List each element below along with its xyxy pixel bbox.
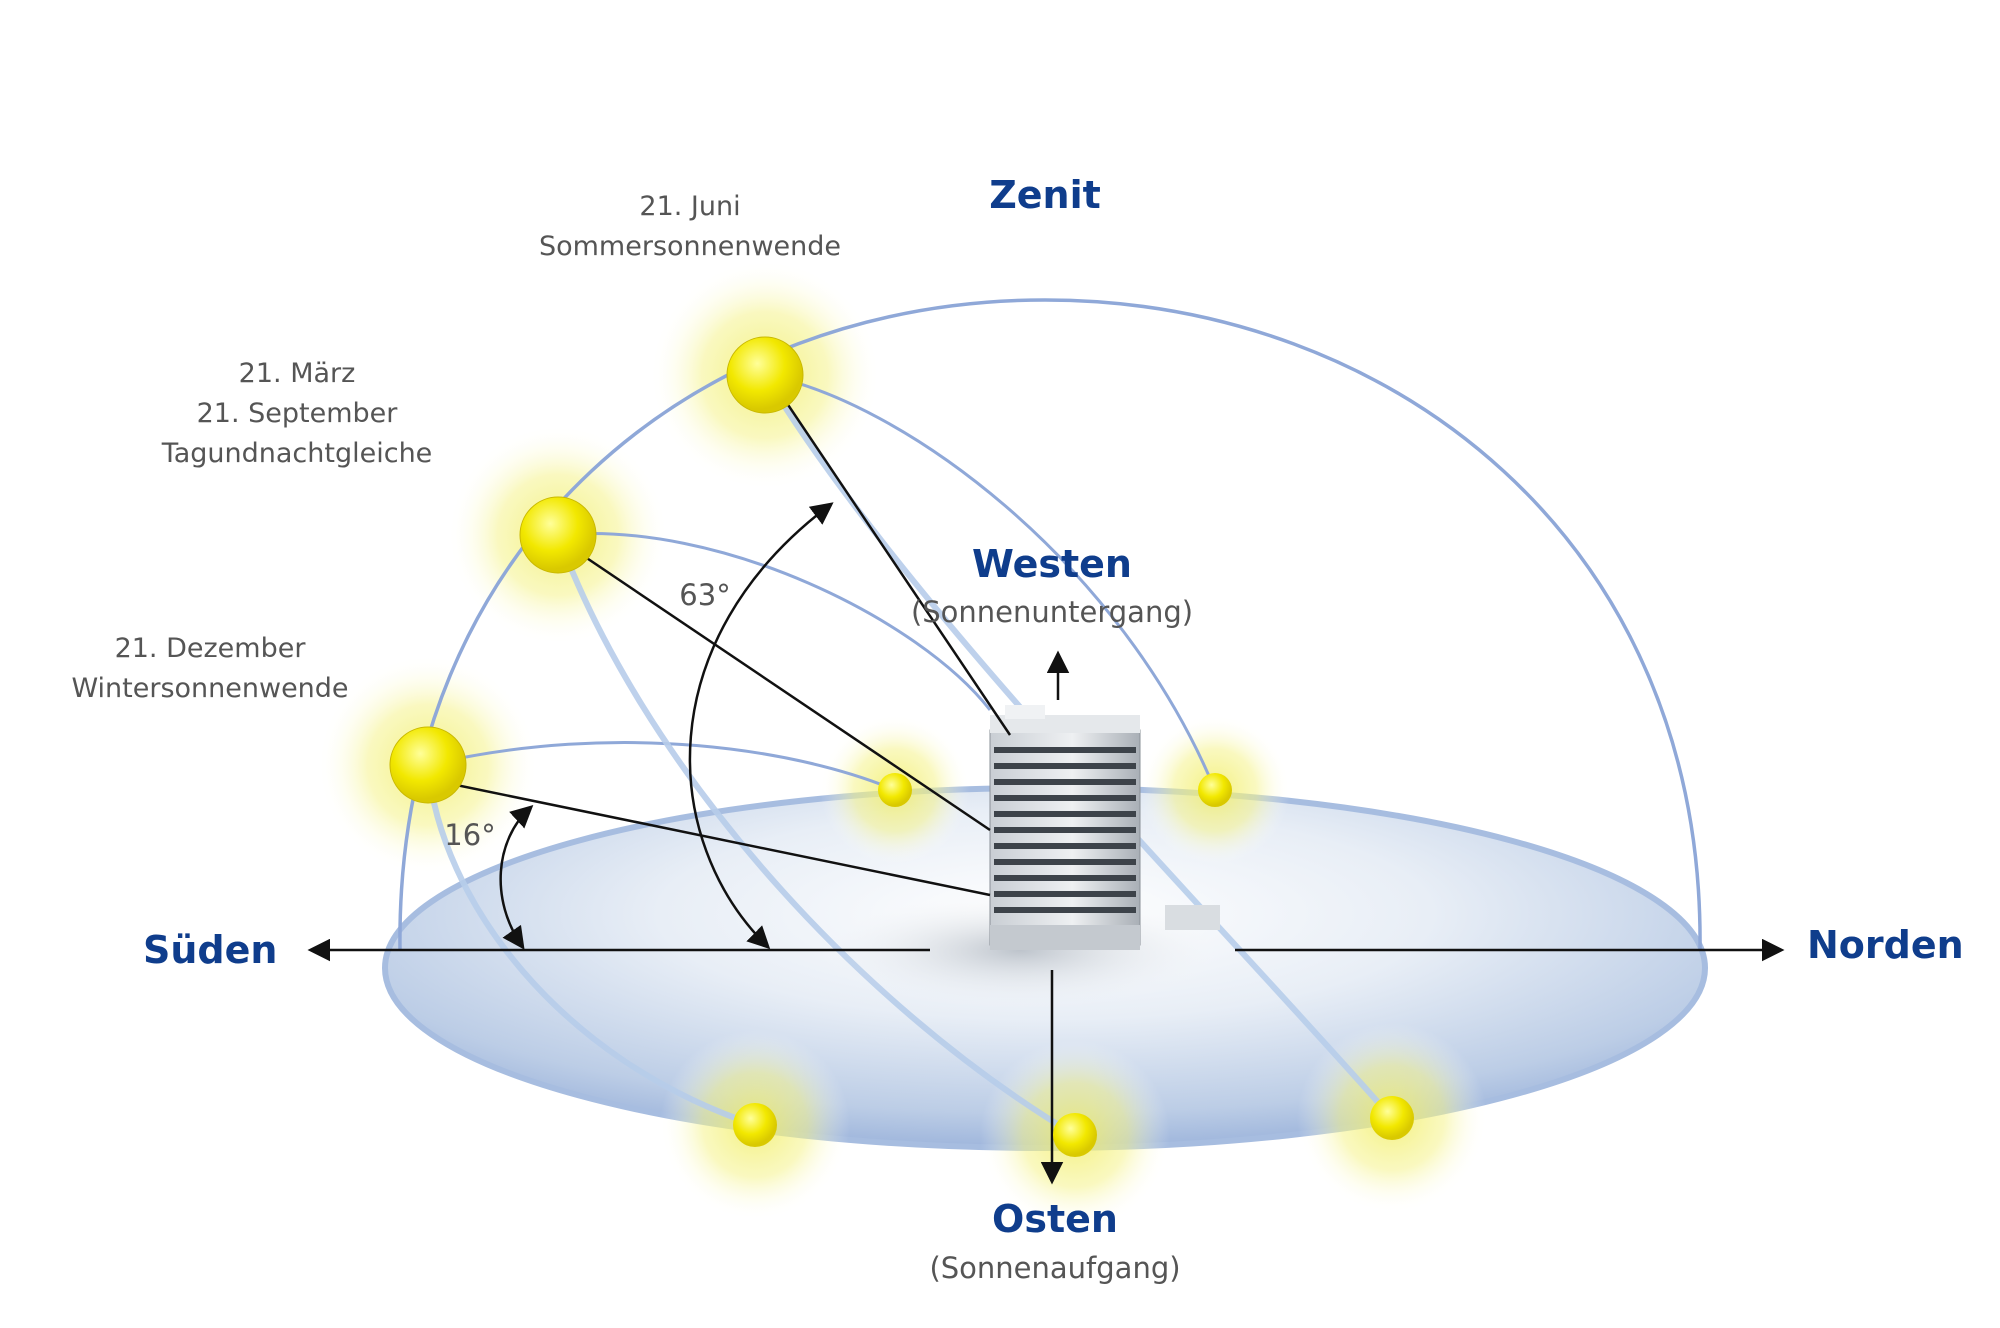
- compass-axes: [307, 650, 1785, 1185]
- east-label: Osten: [992, 1197, 1118, 1241]
- sun-winter-icon: [389, 726, 467, 804]
- sun-summer-rise-icon: [1370, 1096, 1414, 1140]
- south-label: Süden: [143, 928, 277, 972]
- winter-name-label: Wintersonnenwende: [71, 673, 348, 704]
- summer-date-label: 21. Juni: [639, 191, 740, 222]
- zenith-label: Zenit: [989, 173, 1101, 217]
- sun-summer-set-icon: [1198, 773, 1232, 807]
- building-icon: [989, 705, 1220, 950]
- summer-angle-label: 63°: [679, 578, 730, 612]
- sun-winter-set-icon: [878, 773, 912, 807]
- sun-winter-rise-icon: [733, 1103, 777, 1147]
- north-label: Norden: [1807, 923, 1964, 967]
- east-sublabel: (Sonnenaufgang): [929, 1251, 1180, 1285]
- west-label: Westen: [972, 542, 1132, 586]
- sun-icons: [389, 336, 1414, 1157]
- equinox-name-label: Tagundnachtgleiche: [161, 438, 433, 469]
- equinox-date1-label: 21. März: [239, 358, 356, 389]
- winter-date-label: 21. Dezember: [115, 633, 307, 664]
- west-sublabel: (Sonnenuntergang): [911, 595, 1193, 629]
- sky-dome-arc: [398, 298, 1702, 951]
- sun-glows: [318, 260, 1487, 1230]
- sun-equinox-rise-icon: [1053, 1113, 1097, 1157]
- equinox-date2-label: 21. September: [197, 398, 399, 429]
- angle-arcs: [499, 502, 834, 950]
- summer-name-label: Sommersonnenwende: [539, 231, 841, 262]
- sun-summer-icon: [726, 336, 804, 414]
- winter-angle-label: 16°: [444, 818, 495, 852]
- sun-equinox-icon: [519, 496, 597, 574]
